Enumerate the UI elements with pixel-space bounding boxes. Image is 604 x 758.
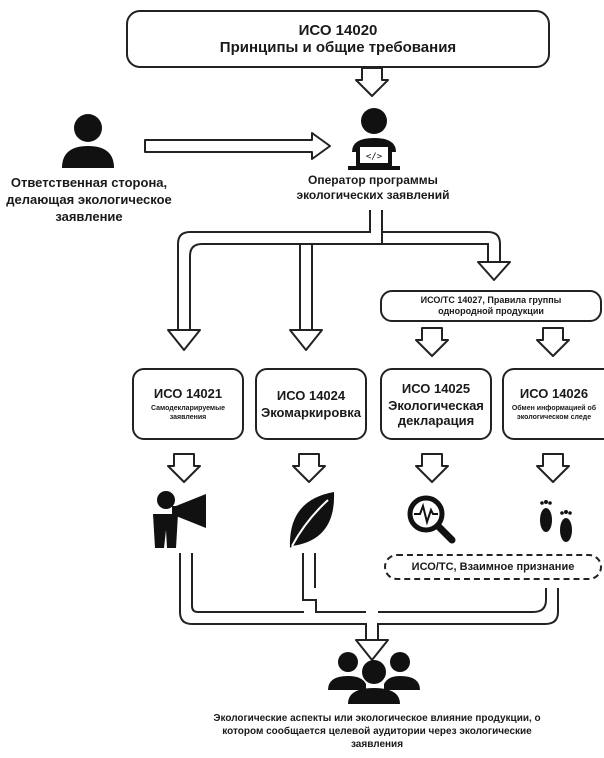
- iso-14024-title: ИСО 14024: [276, 388, 346, 403]
- arrow-14026-to-icon: [536, 453, 570, 483]
- operator-label: Оператор программы экологических заявлен…: [296, 173, 450, 202]
- mutual-recognition-label: ИСО/ТС, Взаимное признание: [411, 561, 575, 573]
- branch-connectors: [177, 210, 501, 330]
- iso-14021-subtitle: Самодекларируемые заявления: [151, 405, 225, 421]
- arrow-party-to-operator: [144, 132, 331, 160]
- person-icon: [62, 114, 114, 168]
- iso-14021-title: ИСО 14021: [153, 386, 223, 401]
- arrowhead-14024: [289, 329, 323, 351]
- megaphone-person-icon: [153, 491, 206, 548]
- responsible-party-label: Ответственная сторона, делающая экологич…: [6, 175, 172, 224]
- iso-14026-title: ИСО 14026: [519, 386, 589, 401]
- mutual-recognition-box: ИСО/ТС, Взаимное признание: [384, 554, 602, 580]
- iso-14020-subtitle: Принципы и общие требования: [219, 39, 457, 56]
- arrowhead-14021: [167, 329, 201, 351]
- arrowhead-to-audience: [355, 639, 389, 661]
- footprints-icon: [540, 500, 572, 542]
- iso-14026-box: ИСО 14026 Обмен информацией об экологиче…: [502, 368, 604, 440]
- arrow-14024-to-icon: [292, 453, 326, 483]
- magnifier-wave-icon: [407, 495, 456, 544]
- converging-connectors: [179, 553, 559, 640]
- iso-14024-box: ИСО 14024 Экомаркировка: [255, 368, 367, 440]
- iso-14021-box: ИСО 14021 Самодекларируемые заявления: [132, 368, 244, 440]
- group-rules-label: ИСО/ТС 14027, Правила группы однородной …: [420, 295, 562, 316]
- group-icon: [328, 652, 420, 704]
- iso-14025-box: ИСО 14025 Экологическая декларация: [380, 368, 492, 440]
- arrow-14025-to-icon: [415, 453, 449, 483]
- svg-text:</>: </>: [366, 152, 383, 162]
- arrow-14021-to-icon: [167, 453, 201, 483]
- iso-14025-title: ИСО 14025: [401, 380, 471, 396]
- leaf-icon: [289, 492, 335, 548]
- arrow-rules-to-14026: [536, 327, 570, 357]
- arrowhead-14027: [477, 261, 511, 281]
- iso-14025-subtitle: Экологическая декларация: [388, 397, 484, 428]
- group-rules-box: ИСО/ТС 14027, Правила группы однородной …: [380, 290, 602, 322]
- audience-label: Экологические аспекты или экологическое …: [213, 713, 541, 750]
- developer-laptop-icon: </>: [348, 108, 400, 170]
- arrow-top-to-operator: [355, 67, 389, 97]
- iso-14024-subtitle: Экомаркировка: [260, 405, 362, 420]
- iso-14020-box: ИСО 14020 Принципы и общие требования: [126, 10, 550, 68]
- iso-14026-subtitle: Обмен информацией об экологическом следе: [511, 405, 597, 421]
- arrow-rules-to-14025: [415, 327, 449, 357]
- iso-14020-title: ИСО 14020: [298, 22, 378, 39]
